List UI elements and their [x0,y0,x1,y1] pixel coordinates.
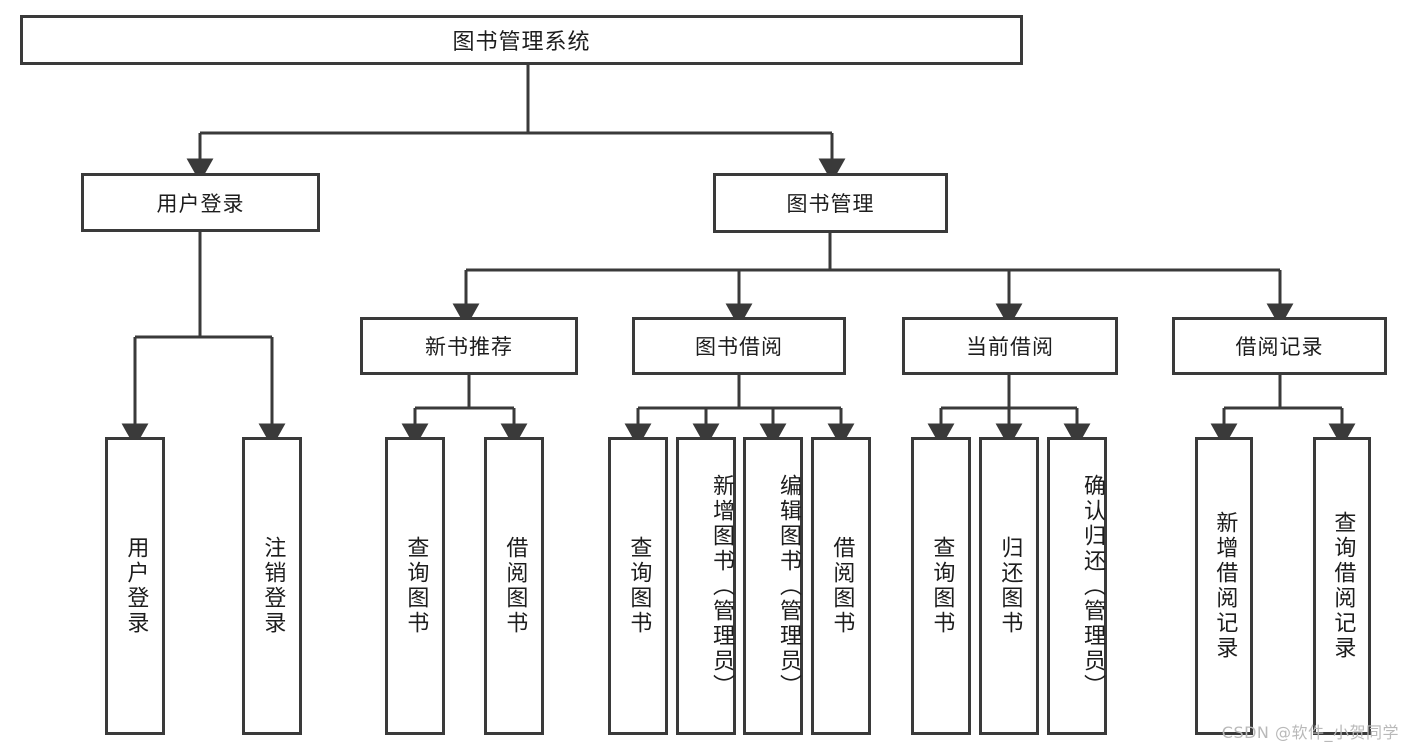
node-label: 借阅图书 [829,536,855,636]
node-label: 注销登录 [260,536,286,636]
csdn-watermark: CSDN @软件_小贺同学 [1221,723,1399,742]
node-book-management[interactable]: 图书管理 [713,173,948,233]
node-book-borrow[interactable]: 图书借阅 [632,317,846,375]
node-label: 新增图书（管理员） [709,473,734,699]
node-book-management-system[interactable]: 图书管理系统 [20,15,1023,65]
node-label: 用户登录 [156,191,245,216]
node-label: 查询借阅记录 [1330,511,1356,661]
leaf-query-borrow-record[interactable]: 查询借阅记录 [1313,437,1371,735]
node-label: 查询图书 [626,536,652,636]
node-label: 查询图书 [929,536,955,636]
node-label: 借阅图书 [502,536,528,636]
node-label: 新增借阅记录 [1212,511,1238,661]
leaf-return-book[interactable]: 归还图书 [979,437,1039,735]
leaf-query-book-borrow[interactable]: 查询图书 [608,437,668,735]
node-borrow-record[interactable]: 借阅记录 [1172,317,1387,375]
leaf-borrow-book[interactable]: 借阅图书 [811,437,871,735]
leaf-user-login[interactable]: 用户登录 [105,437,165,735]
node-label: 图书借阅 [695,335,783,359]
leaf-query-book-current[interactable]: 查询图书 [911,437,971,735]
node-current-borrow[interactable]: 当前借阅 [902,317,1118,375]
leaf-logout-login[interactable]: 注销登录 [242,437,302,735]
node-label: 图书管理 [786,192,875,216]
leaf-edit-book[interactable]: 编辑图书（管理员） [743,437,803,735]
node-label: 用户登录 [123,536,149,636]
leaf-add-book[interactable]: 新增图书（管理员） [676,437,736,735]
node-label: 归还图书 [997,536,1023,636]
node-label: 图书管理系统 [452,30,591,55]
node-new-book-recommend[interactable]: 新书推荐 [360,317,578,375]
node-label: 借阅记录 [1235,335,1324,359]
node-label: 当前借阅 [966,335,1054,359]
leaf-add-borrow-record[interactable]: 新增借阅记录 [1195,437,1253,735]
node-label: 查询图书 [403,536,429,636]
node-label: 确认归还（管理员） [1080,473,1105,699]
node-label: 新书推荐 [425,335,513,359]
leaf-query-book-recommend[interactable]: 查询图书 [385,437,445,735]
node-user-login[interactable]: 用户登录 [81,173,320,232]
leaf-borrow-book-recommend[interactable]: 借阅图书 [484,437,544,735]
node-label: 编辑图书（管理员） [776,473,801,699]
leaf-confirm-return[interactable]: 确认归还（管理员） [1047,437,1107,735]
